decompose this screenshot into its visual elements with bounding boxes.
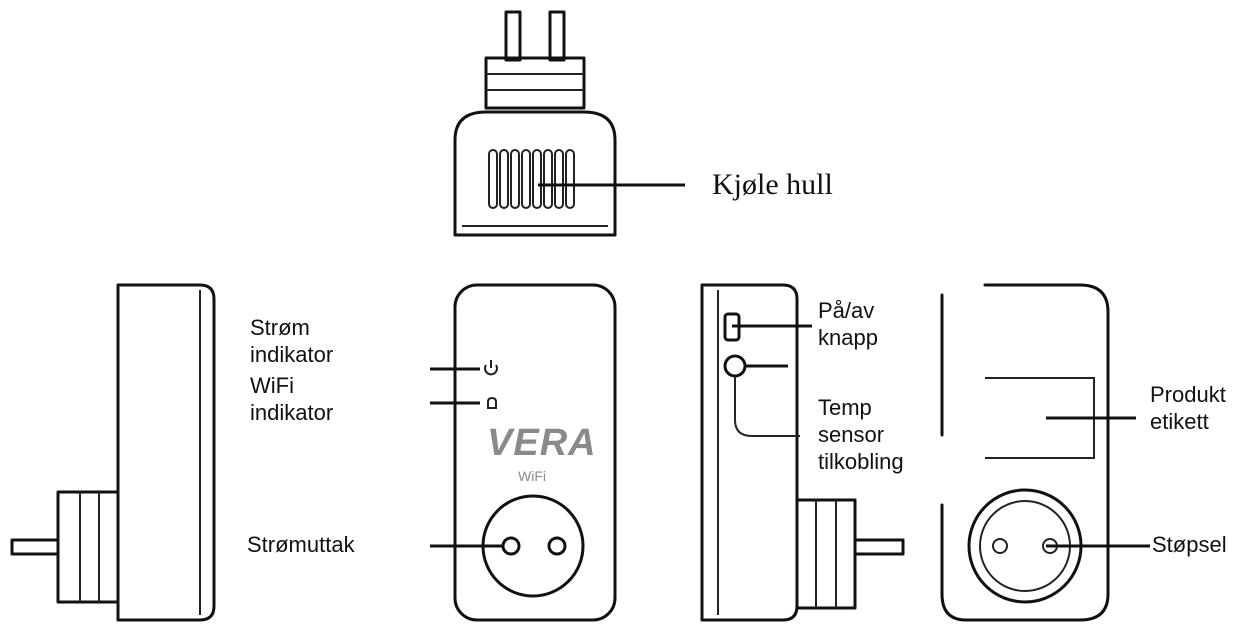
right-plug-collar xyxy=(795,498,857,610)
plug-label: Støpsel xyxy=(1152,532,1227,557)
back-body xyxy=(940,283,1110,622)
power-indicator-label: Strøm indikator xyxy=(250,315,334,367)
wifi-indicator-label: WiFi indikator xyxy=(250,373,334,425)
plug-collar xyxy=(484,56,586,110)
cooling-slots xyxy=(488,149,575,209)
plug-pin xyxy=(504,10,522,62)
outlet-label: Strømuttak xyxy=(247,532,355,557)
right-side-view xyxy=(700,283,905,622)
temp-sensor-leader xyxy=(734,376,800,437)
left-side-view xyxy=(10,283,216,622)
wifi-icon xyxy=(487,396,497,409)
temp-sensor-jack xyxy=(723,354,747,378)
brand-logo: VERA xyxy=(487,422,597,464)
plug-pin xyxy=(548,10,566,62)
product-label-label: Produkt etikett xyxy=(1150,382,1226,434)
left-side-body xyxy=(116,283,216,622)
sub-brand-logo: WiFi xyxy=(518,468,546,484)
back-view xyxy=(940,283,1150,622)
right-plug-pin xyxy=(853,538,905,556)
cooling-holes-label: Kjøle hull xyxy=(712,168,833,201)
top-body xyxy=(453,110,617,237)
top-view xyxy=(453,10,685,237)
power-icon xyxy=(484,360,498,376)
front-body xyxy=(453,283,617,622)
power-button-label: På/av knapp xyxy=(818,298,878,350)
front-view xyxy=(430,283,617,622)
left-plug-pin xyxy=(10,538,60,556)
left-plug-collar xyxy=(56,490,120,604)
right-side-body xyxy=(700,283,799,622)
temp-sensor-label: Temp sensor tilkobling xyxy=(818,395,904,474)
